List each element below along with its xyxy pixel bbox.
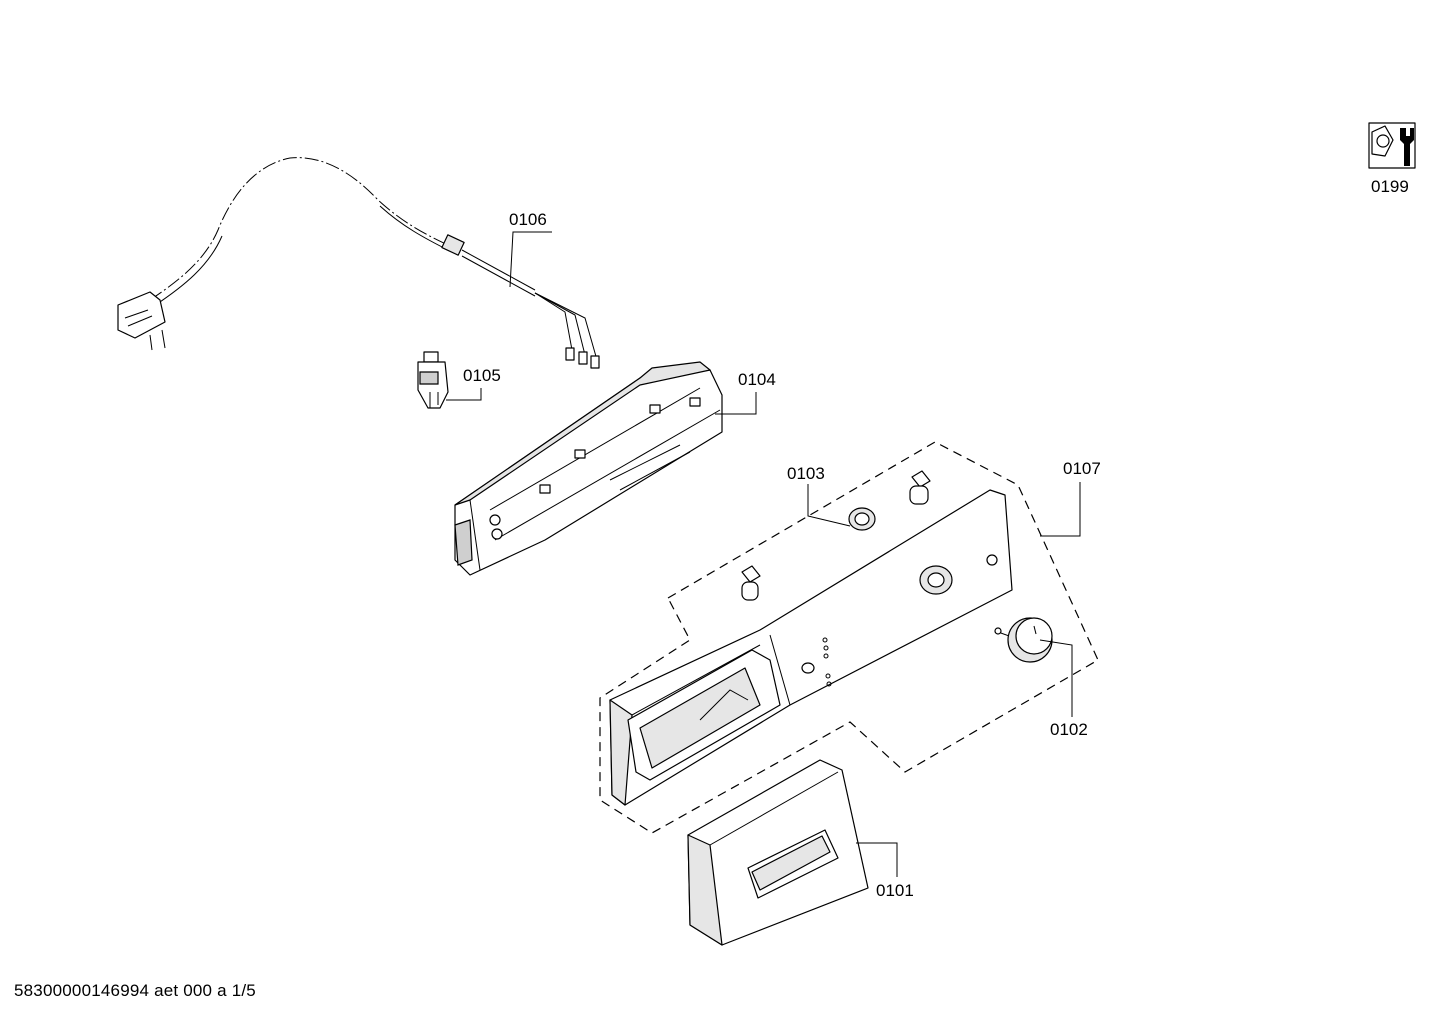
callout-0101: 0101 <box>876 881 914 900</box>
control-panel-facia <box>609 489 1013 806</box>
callout-0107: 0107 <box>1063 459 1101 478</box>
drawer-handle-0101 <box>687 759 869 946</box>
knob-0102 <box>994 617 1053 663</box>
assembly-outline-0107 <box>599 441 1099 834</box>
nut-wrench-icon <box>1368 122 1416 169</box>
bracket-0105 <box>417 351 449 409</box>
power-cord-0106 <box>117 157 600 369</box>
electronic-module-0104 <box>454 361 723 576</box>
callout-0102: 0102 <box>1050 720 1088 739</box>
callout-0199: 0199 <box>1371 177 1409 196</box>
callout-0106: 0106 <box>509 210 547 229</box>
pins-0103 <box>741 470 931 601</box>
leader-lines <box>446 231 1081 877</box>
callout-0103: 0103 <box>787 464 825 483</box>
document-footer: 58300000146994 aet 000 a 1/5 <box>14 981 256 1000</box>
callout-labels: 0106 0105 0104 0103 0107 0102 0101 0199 <box>463 177 1409 900</box>
callout-0105: 0105 <box>463 366 501 385</box>
callout-0104: 0104 <box>738 370 776 389</box>
